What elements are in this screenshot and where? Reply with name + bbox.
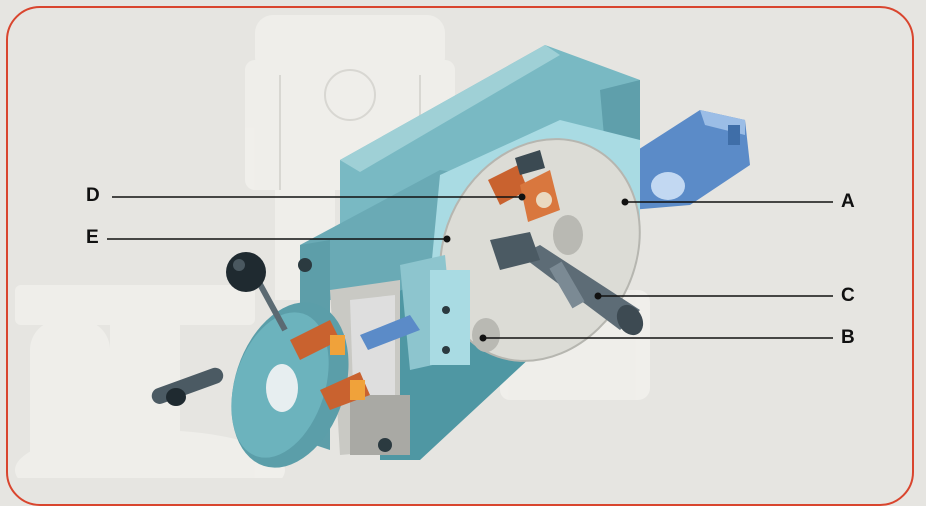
side-actuator: [630, 110, 750, 210]
callout-leader-lines: [107, 196, 833, 339]
callout-label-d: D: [86, 185, 100, 206]
support-bracket: [400, 255, 470, 370]
brake-pads-lower: [290, 315, 420, 410]
callout-label-b: B: [841, 327, 855, 348]
callout-label-a: A: [841, 191, 855, 212]
brake-pads-upper: [488, 150, 560, 222]
drive-shaft: [490, 232, 644, 336]
callout-anchor-dots: [443, 193, 629, 342]
callout-label-c: C: [841, 285, 855, 306]
callout-label-e: E: [86, 227, 99, 248]
valve-actuator-cutaway-diagram: [107, 45, 833, 468]
